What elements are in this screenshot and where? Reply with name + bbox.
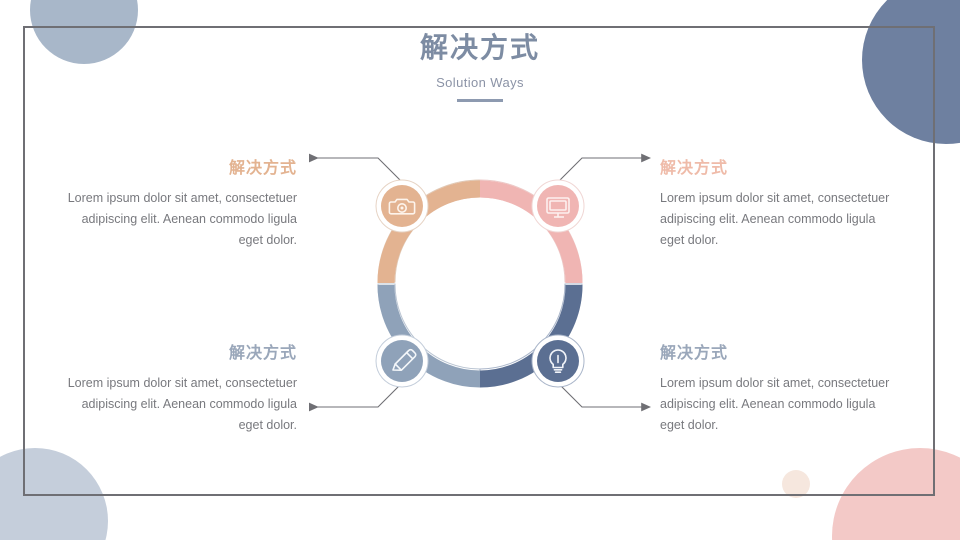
content-body-bottom-left: Lorem ipsum dolor sit amet, consectetuer… — [67, 376, 297, 432]
slide-frame-border — [23, 26, 935, 496]
connector-bottom-right — [554, 379, 652, 412]
icon-badge-top-right[interactable] — [531, 179, 585, 233]
content-body-top-left: Lorem ipsum dolor sit amet, consectetuer… — [67, 191, 297, 247]
donut-diagram — [300, 140, 660, 425]
content-block-top-left: 解决方式 Lorem ipsum dolor sit amet, consect… — [57, 158, 297, 251]
connector-lines — [308, 153, 652, 412]
connector-bottom-left — [308, 379, 406, 412]
icon-badge-top-left[interactable] — [375, 179, 429, 233]
content-heading-top-left: 解决方式 — [228, 160, 297, 177]
content-heading-top-right: 解决方式 — [660, 160, 729, 177]
page-title: 解决方式 — [419, 32, 540, 63]
slide-header: 解决方式 Solution Ways — [0, 28, 960, 102]
decorative-circle-small-dot — [782, 470, 810, 498]
content-body-top-right: Lorem ipsum dolor sit amet, consectetuer… — [660, 191, 890, 247]
icon-badge-bottom-right[interactable] — [531, 334, 585, 388]
content-heading-bottom-right: 解决方式 — [660, 345, 729, 362]
content-heading-bottom-left: 解决方式 — [228, 345, 297, 362]
content-body-bottom-right: Lorem ipsum dolor sit amet, consectetuer… — [660, 376, 890, 432]
content-block-bottom-left: 解决方式 Lorem ipsum dolor sit amet, consect… — [57, 343, 297, 436]
icon-badge-bottom-left[interactable] — [375, 334, 429, 388]
page-subtitle: Solution Ways — [436, 75, 524, 90]
connector-top-left — [308, 153, 406, 186]
connector-top-right — [554, 153, 652, 186]
content-block-bottom-right: 解决方式 Lorem ipsum dolor sit amet, consect… — [660, 343, 900, 436]
content-block-top-right: 解决方式 Lorem ipsum dolor sit amet, consect… — [660, 158, 900, 251]
title-underline-rule — [457, 99, 503, 102]
